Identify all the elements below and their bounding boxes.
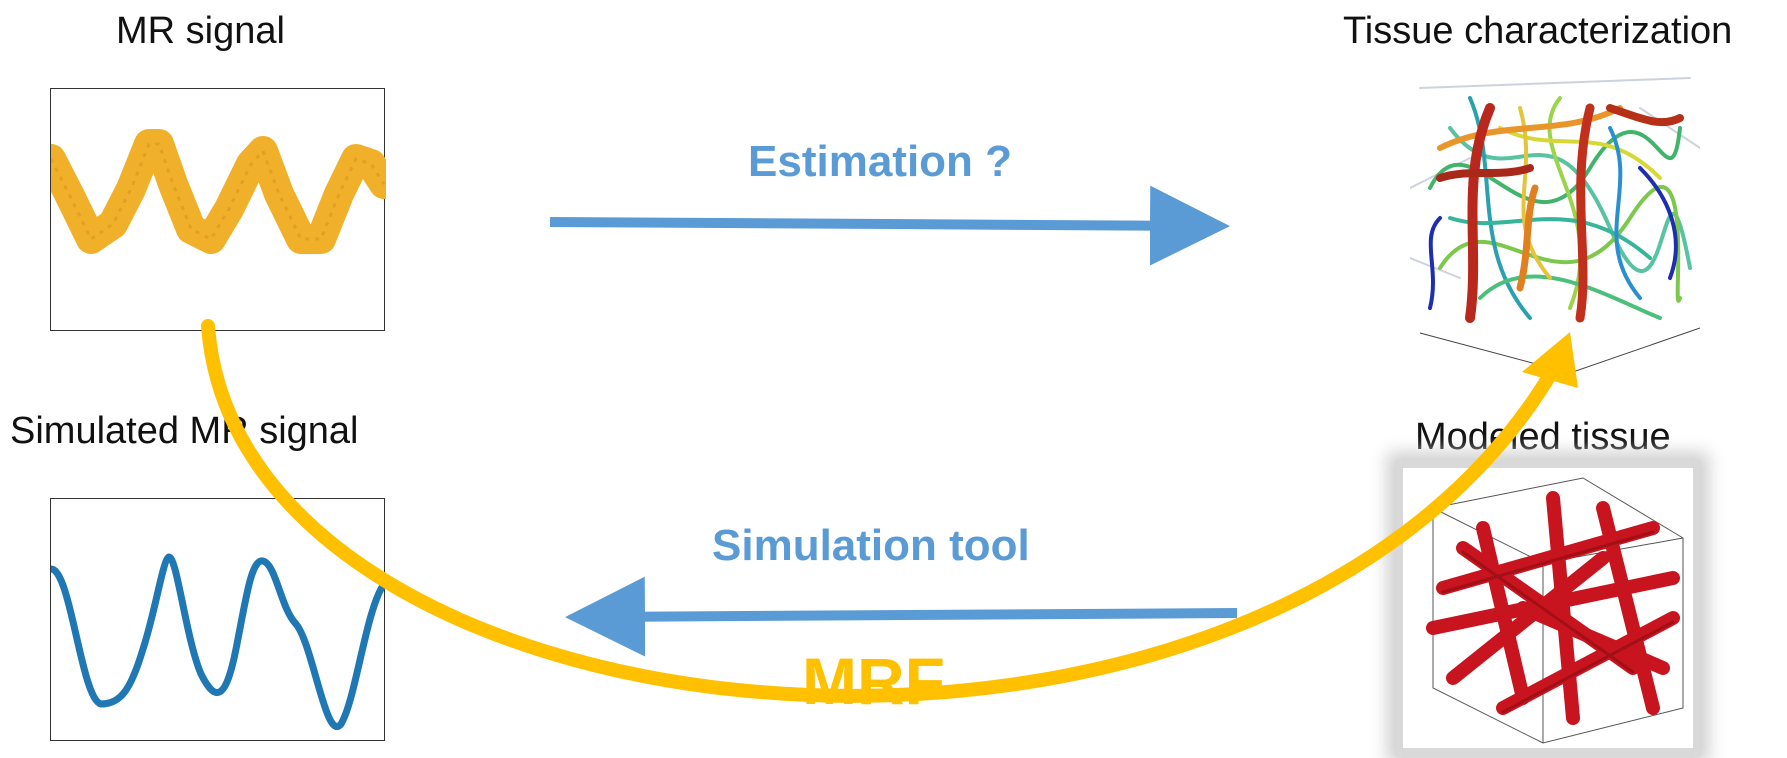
mrf-arrow xyxy=(201,319,1563,703)
modeled-tissue-label: Modeled tissue xyxy=(1415,416,1671,458)
modeled-tissue-image xyxy=(1403,468,1693,748)
tissue-characterization-label: Tissue characterization xyxy=(1343,10,1733,52)
estimation-arrow xyxy=(549,185,1230,266)
simulation-tool-label: Simulation tool xyxy=(712,521,1030,570)
estimation-label: Estimation ? xyxy=(748,137,1013,186)
mr-signal-label: MR signal xyxy=(116,10,285,52)
mr-signal-curve xyxy=(36,129,399,254)
mrf-arrowhead xyxy=(1522,332,1578,388)
mr-signal-plot xyxy=(36,88,399,331)
simulated-mr-signal-label: Simulated MR signal xyxy=(10,410,359,452)
simulated-signal-curve xyxy=(47,553,388,731)
mrf-label: MRF xyxy=(802,644,945,718)
simulation-tool-arrow xyxy=(565,576,1238,657)
modeled-tissue-frame xyxy=(1395,460,1701,756)
tissue-characterization-image xyxy=(1410,77,1700,374)
